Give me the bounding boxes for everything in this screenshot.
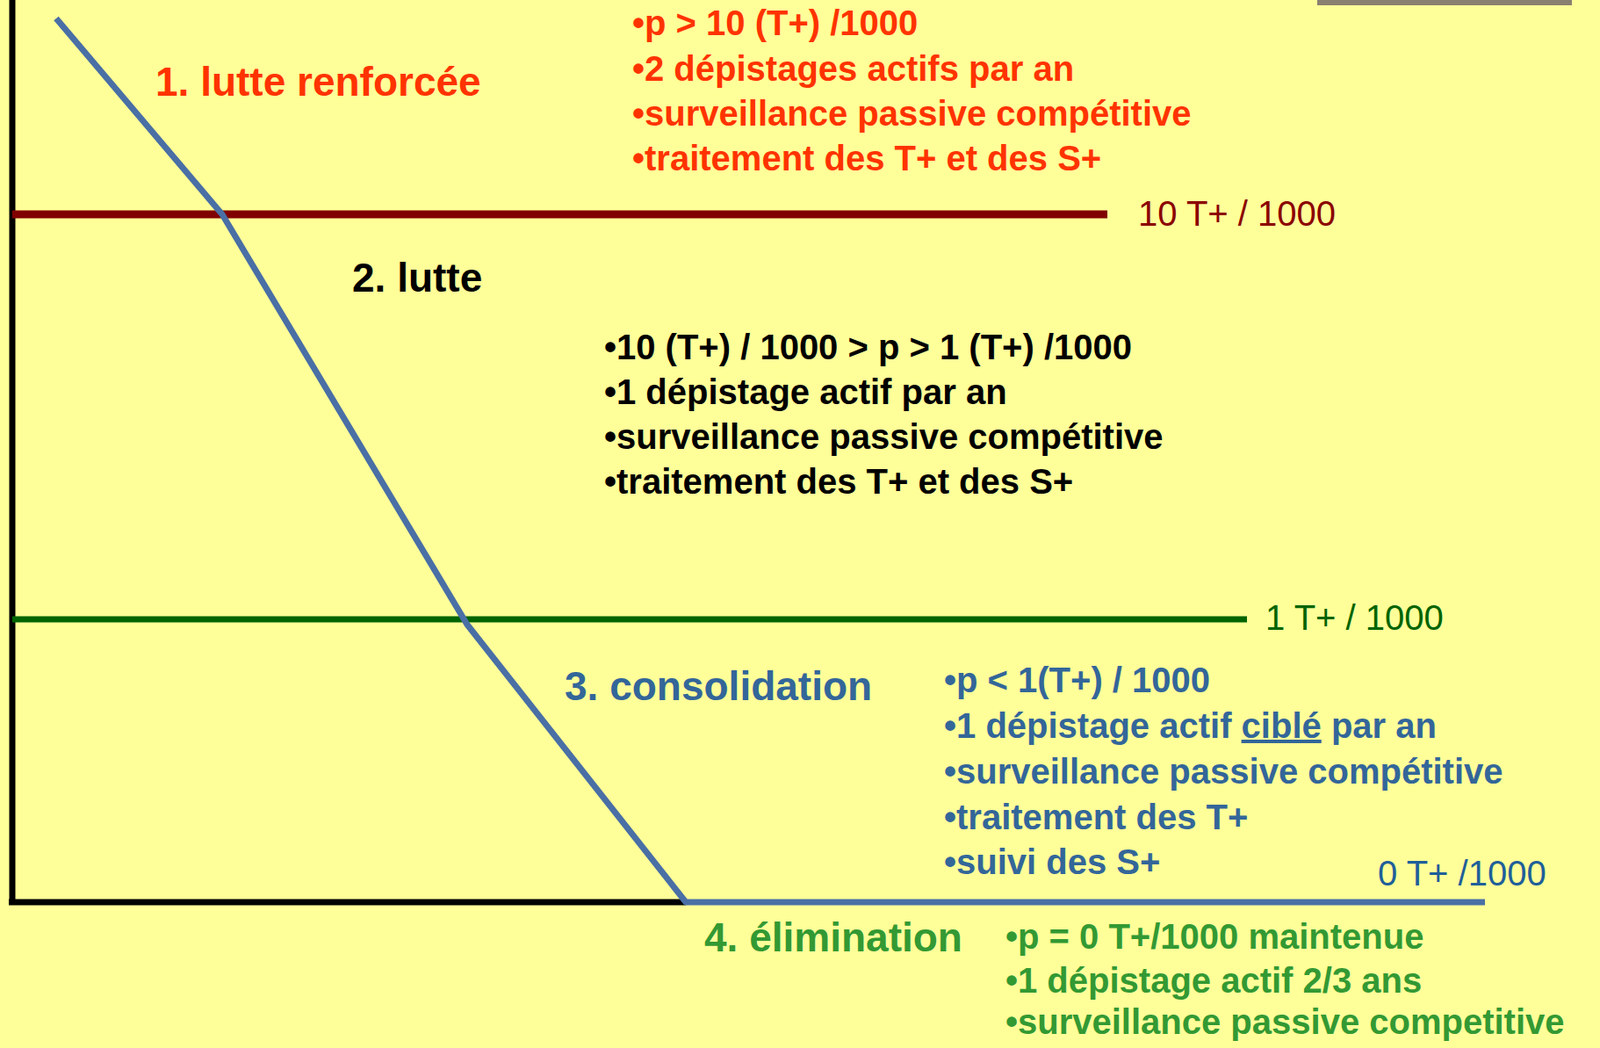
phase-criteria: •surveillance passive compétitive xyxy=(632,93,1192,134)
phase-criteria: •traitement des T+ xyxy=(944,796,1248,837)
phase-criteria: •suivi des S+ xyxy=(944,841,1161,882)
word: par xyxy=(1331,706,1386,745)
word-gap xyxy=(1321,706,1332,745)
word-gap xyxy=(1231,706,1241,745)
phase-criteria: •surveillance passive competitive xyxy=(1005,1001,1565,1042)
phase-criteria: •traitement des T+ et des S+ xyxy=(604,461,1074,502)
phase-criteria: •10 (T+) / 1000 > p > 1 (T+) /1000 xyxy=(604,326,1132,368)
phase-criteria: •p = 0 T+/1000 maintenue xyxy=(1005,915,1424,957)
word-gap xyxy=(1149,706,1160,745)
word: •1 xyxy=(944,706,976,745)
phase-criteria: •p < 1(T+) / 1000 xyxy=(944,659,1211,700)
threshold-label: 10 T+ / 1000 xyxy=(1138,193,1336,234)
word: an xyxy=(1395,706,1437,745)
phase-criteria: •surveillance passive compétitive xyxy=(604,416,1164,457)
phase-heading: 1. lutte renforcée xyxy=(155,58,482,106)
phase-heading: 3. consolidation xyxy=(564,663,873,710)
phase-criteria: •1 dépistage actif 2/3 ans xyxy=(1005,959,1422,1001)
threshold-label: 1 T+ / 1000 xyxy=(1265,597,1444,638)
phase-criteria: •2 dépistages actifs par an xyxy=(632,48,1074,89)
word-gap xyxy=(1385,706,1396,745)
phase-criteria: •1 dépistage actif par an xyxy=(604,371,1008,412)
phase-heading: 2. lutte xyxy=(352,254,483,302)
phase-heading: 4. élimination xyxy=(704,914,963,961)
x-axis xyxy=(8,899,686,906)
threshold-line xyxy=(12,616,1247,623)
word-gap xyxy=(975,706,986,745)
threshold-label: 0 T+ /1000 xyxy=(1377,852,1547,894)
photo-fragment xyxy=(1317,0,1572,6)
word: actif xyxy=(1159,706,1232,745)
word: dépistage xyxy=(985,706,1150,745)
phase-criteria: •surveillance passive compétitive xyxy=(944,750,1504,792)
phase-criteria: •1 dépistage actif ciblé par an xyxy=(944,705,1437,746)
phase-criteria: •traitement des T+ et des S+ xyxy=(632,137,1102,179)
word: ciblé xyxy=(1241,706,1322,745)
y-axis xyxy=(9,0,16,905)
threshold-line xyxy=(12,210,1108,219)
phase-criteria: •p > 10 (T+) /1000 xyxy=(632,2,918,44)
